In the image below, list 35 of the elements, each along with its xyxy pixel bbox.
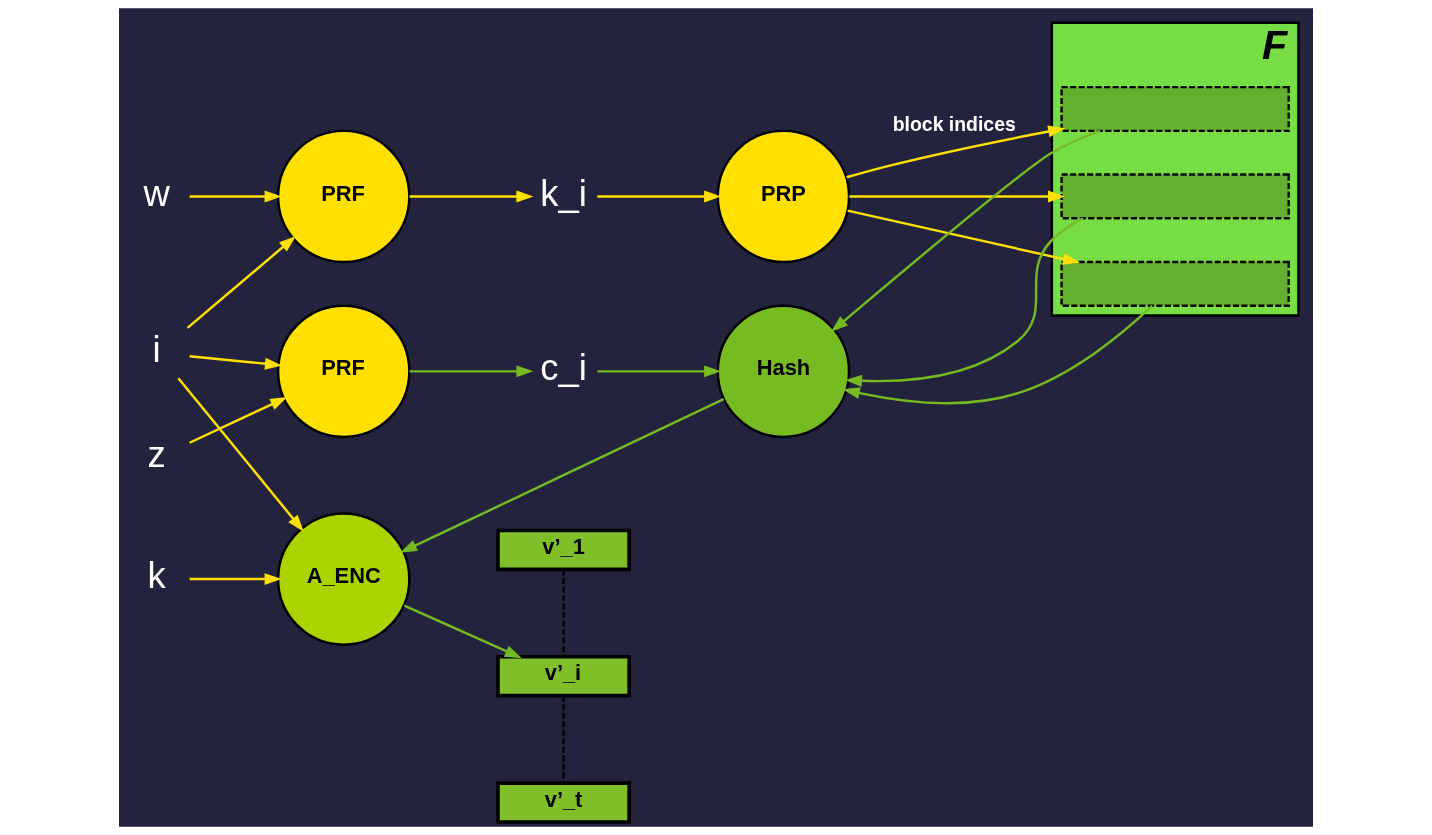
arrow — [177, 377, 304, 532]
arrow — [409, 190, 534, 203]
arrow — [189, 190, 282, 203]
arrow — [189, 355, 282, 370]
node-text: i — [152, 329, 161, 371]
node-box: v’_t — [496, 781, 631, 824]
node-circle: PRP — [716, 129, 851, 264]
node-box — [1060, 260, 1290, 307]
node-text: c_i — [540, 347, 587, 389]
node-text: k — [147, 555, 166, 597]
arrow — [597, 190, 722, 203]
arrow — [189, 573, 282, 585]
arrow — [186, 235, 296, 329]
arrow — [409, 365, 534, 378]
node-text: w — [143, 172, 170, 214]
arrow — [597, 365, 722, 378]
arrow — [845, 217, 1084, 387]
arrow — [189, 397, 288, 444]
node-box: v’_i — [496, 654, 631, 698]
node-text: z — [147, 433, 166, 475]
arrow — [846, 125, 1066, 179]
node-box — [1060, 85, 1290, 133]
arrow — [400, 398, 725, 553]
edge-label: block indices — [892, 112, 1016, 135]
node-box: v’_1 — [496, 528, 631, 572]
arrow — [847, 209, 1080, 265]
node-box — [1060, 173, 1290, 220]
arrow — [849, 190, 1066, 203]
arrow — [831, 129, 1101, 332]
arrow — [842, 305, 1153, 405]
arrow — [403, 604, 522, 659]
node-text: k_i — [540, 172, 587, 214]
connector — [562, 695, 565, 783]
node-circle: PRF — [276, 304, 411, 439]
connector — [562, 569, 565, 657]
